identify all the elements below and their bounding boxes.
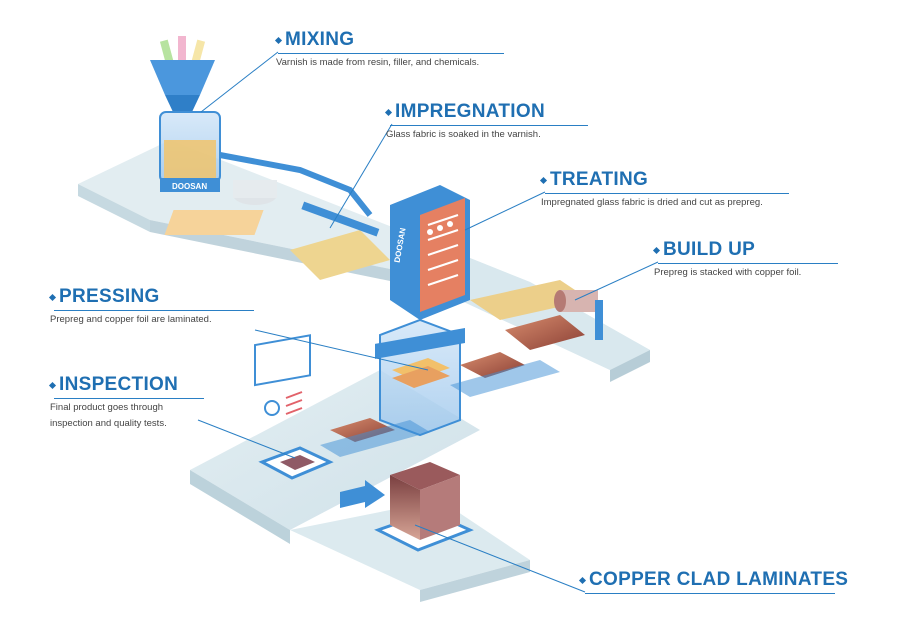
step-desc-line: Final product goes through bbox=[50, 402, 164, 413]
step-desc: Varnish is made from resin, filler, and … bbox=[276, 57, 480, 68]
mixing-tank: DOOSAN bbox=[150, 36, 221, 192]
step-desc: Final product goes through inspection an… bbox=[50, 400, 178, 432]
step-build-up: BUILD UP Prepreg is stacked with copper … bbox=[652, 239, 802, 281]
step-title: BUILD UP bbox=[663, 239, 756, 260]
step-desc: Prepreg is stacked with copper foil. bbox=[654, 267, 802, 278]
varnish-pipe bbox=[219, 152, 373, 217]
divider bbox=[278, 53, 504, 54]
inspection-station bbox=[254, 334, 334, 480]
treating-tower: DOOSAN bbox=[390, 185, 470, 320]
divider bbox=[585, 593, 835, 594]
build-up-station bbox=[470, 280, 603, 350]
step-title: MIXING bbox=[285, 29, 355, 50]
step-mixing: MIXING Varnish is made from resin, fille… bbox=[274, 29, 480, 71]
step-pressing: PRESSING Prepreg and copper foil are lam… bbox=[48, 286, 212, 328]
leader-lines bbox=[197, 51, 659, 593]
divider bbox=[658, 263, 838, 264]
step-desc: Glass fabric is soaked in the varnish. bbox=[386, 129, 541, 140]
step-desc: Impregnated glass fabric is dried and cu… bbox=[541, 197, 763, 208]
divider bbox=[54, 398, 204, 399]
brand-logo-tank: DOOSAN bbox=[172, 182, 207, 191]
step-title: INSPECTION bbox=[59, 374, 179, 395]
step-treating: TREATING Impregnated glass fabric is dri… bbox=[539, 169, 763, 211]
bullet-icon bbox=[274, 36, 283, 44]
bullet-icon bbox=[539, 176, 548, 184]
bullet-icon bbox=[652, 246, 661, 254]
step-desc-line: inspection and quality tests. bbox=[50, 418, 167, 429]
bullet-icon bbox=[578, 576, 587, 584]
ccl-product bbox=[374, 462, 474, 552]
step-title: COPPER CLAD LAMINATES bbox=[589, 569, 849, 590]
divider bbox=[390, 125, 588, 126]
step-desc: Prepreg and copper foil are laminated. bbox=[50, 314, 212, 325]
flow-arrow bbox=[340, 480, 385, 508]
conveyor-laminates bbox=[320, 352, 560, 457]
step-title: IMPREGNATION bbox=[395, 101, 545, 122]
bullet-icon bbox=[384, 108, 393, 116]
divider bbox=[545, 193, 789, 194]
step-title: TREATING bbox=[550, 169, 649, 190]
step-title: PRESSING bbox=[59, 286, 160, 307]
step-ccl: COPPER CLAD LAMINATES bbox=[578, 569, 849, 591]
step-inspection: INSPECTION Final product goes through in… bbox=[48, 374, 179, 432]
bullet-icon bbox=[48, 381, 57, 389]
bullet-icon bbox=[48, 293, 57, 301]
press-machine bbox=[375, 318, 465, 437]
impregnation-station bbox=[164, 180, 390, 280]
step-impregnation: IMPREGNATION Glass fabric is soaked in t… bbox=[384, 101, 545, 143]
divider bbox=[54, 310, 254, 311]
